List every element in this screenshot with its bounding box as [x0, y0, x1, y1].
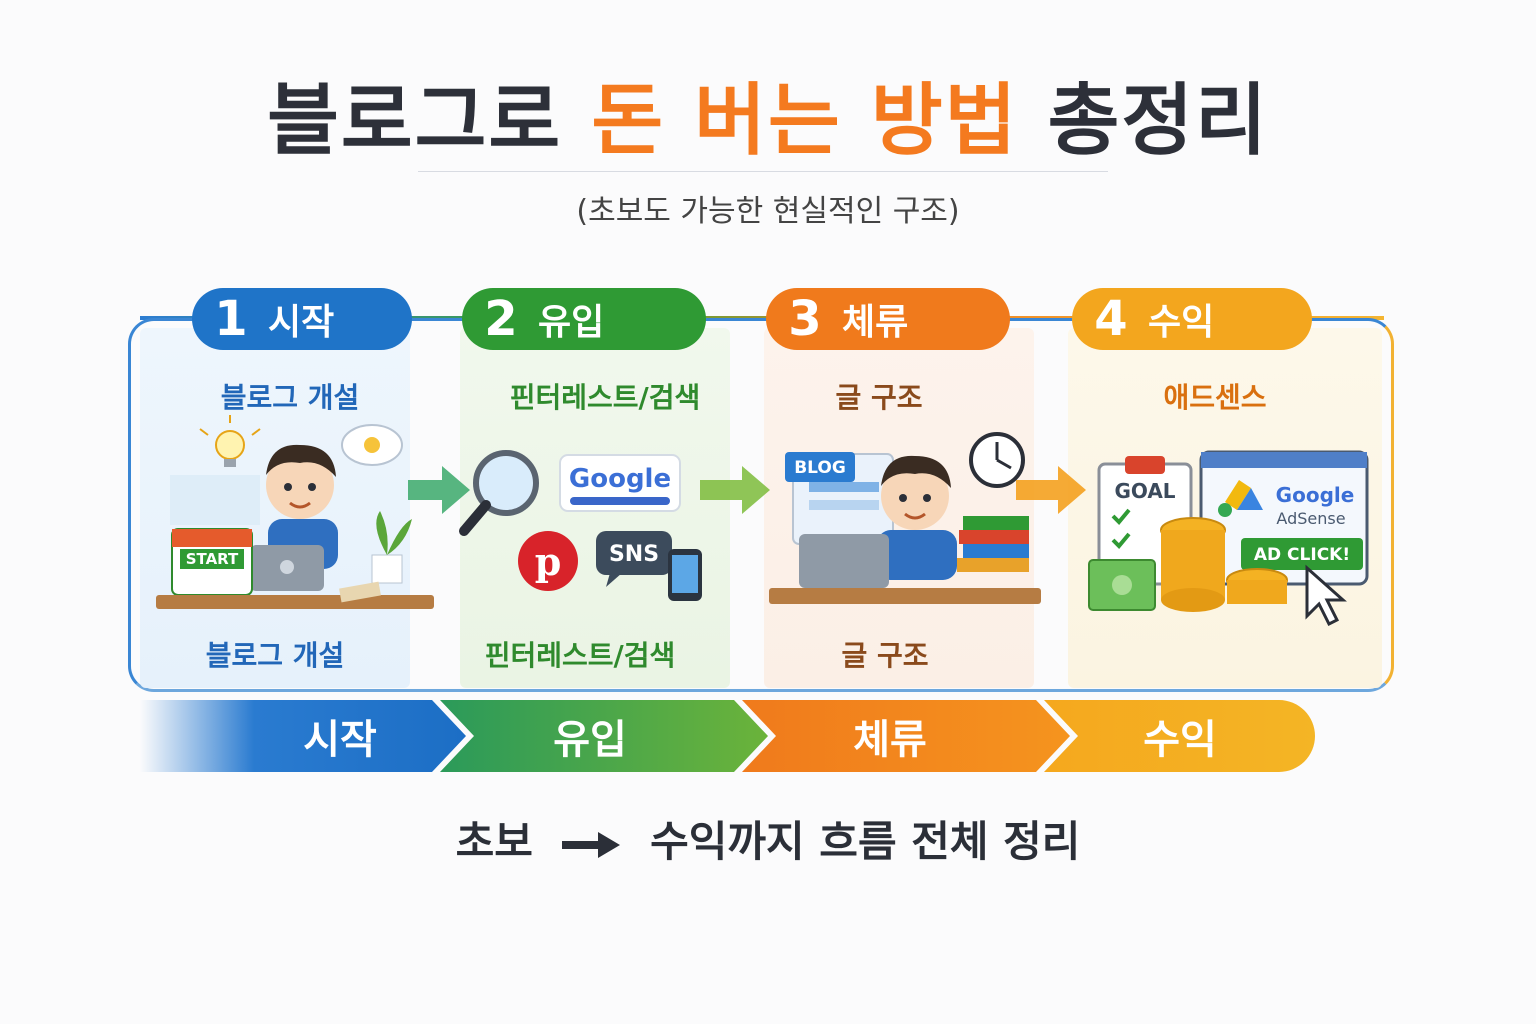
step-4-top-caption: 애드센스 — [1163, 381, 1267, 414]
adsense-window-icon: Google AdSense AD CLICK! — [1199, 450, 1369, 586]
traffic-illustration: Google p SNS — [459, 450, 702, 601]
clock-icon — [969, 432, 1025, 488]
books-icon — [957, 516, 1029, 572]
step-number: 2 — [484, 291, 518, 347]
cursor-icon — [1305, 564, 1347, 627]
step-label: 시작 — [268, 302, 335, 343]
flow-step-3: 체류 — [853, 717, 927, 763]
step-badge-3: 3 체류 — [766, 288, 1010, 350]
sns-bubble-icon: SNS — [596, 531, 672, 587]
flow-bar: 시작 유입 체류 수익 — [140, 700, 1315, 772]
goal-text: GOAL — [1114, 479, 1175, 503]
title-part1: 블로그로 — [267, 76, 563, 166]
step-badge-4: 4 수익 — [1072, 288, 1312, 350]
start-sign-text: START — [186, 550, 239, 568]
cash-icon — [1088, 559, 1156, 611]
lightbulb-icon — [199, 415, 261, 467]
step-badge-2: 2 유입 — [462, 288, 706, 350]
step-2-bottom-caption: 핀터레스트/검색 — [484, 639, 676, 672]
calendar-icon: START — [171, 528, 253, 596]
thought-bubble-icon — [341, 424, 403, 466]
footer-summary: 초보 수익까지 흐름 전체 정리 — [0, 808, 1536, 869]
step-1-bottom-caption: 블로그 개설 — [205, 639, 345, 672]
step-number: 3 — [788, 291, 822, 347]
footer-left: 초보 — [455, 817, 533, 866]
step-number: 4 — [1094, 291, 1128, 347]
adsense-text: AdSense — [1276, 509, 1345, 528]
step-label: 유입 — [538, 302, 605, 343]
footer-right: 수익까지 흐름 전체 정리 — [650, 817, 1081, 866]
flow-bar-shapes — [140, 700, 1315, 772]
smartphone-icon — [668, 549, 702, 601]
step-1-top-caption: 블로그 개설 — [220, 381, 360, 414]
step-label: 수익 — [1148, 302, 1215, 343]
page-title: 블로그로 돈 버는 방법 총정리 — [0, 58, 1536, 170]
coin-stack-icon — [1160, 517, 1288, 612]
flow-step-1: 시작 — [303, 717, 377, 763]
blog-illustration: BLOG — [769, 432, 1041, 604]
google-brand-text: Google — [1276, 483, 1355, 507]
flow-step-2: 유입 — [553, 717, 627, 763]
blog-sign-icon: BLOG — [785, 452, 855, 482]
steps-frame — [128, 318, 1394, 692]
revenue-illustration: GOAL Google AdSense AD CLICK! — [1088, 450, 1369, 627]
step-3-top-caption: 글 구조 — [835, 381, 923, 414]
title-highlight: 돈 버는 방법 — [591, 76, 1019, 166]
title-part2: 총정리 — [1047, 76, 1269, 166]
step-3-bottom-caption: 글 구조 — [841, 639, 929, 672]
page-subtitle: (초보도 가능한 현실적인 구조) — [576, 194, 960, 229]
google-logo-text: Google — [569, 464, 671, 494]
svg-text:p: p — [535, 539, 562, 584]
arrow-3-icon — [1016, 466, 1086, 514]
arrow-1-icon — [408, 466, 470, 514]
plant-icon — [371, 511, 412, 584]
sns-text: SNS — [609, 542, 659, 567]
magnifier-icon — [459, 450, 539, 536]
ad-click-text: AD CLICK! — [1254, 545, 1350, 565]
arrow-right-icon — [561, 831, 620, 858]
flow-step-4: 수익 — [1143, 717, 1217, 763]
title-divider — [418, 171, 1108, 172]
step-2-top-caption: 핀터레스트/검색 — [509, 381, 701, 414]
arrow-2-icon — [700, 466, 770, 514]
step-badge-1: 1 시작 — [192, 288, 412, 350]
step-number: 1 — [214, 291, 248, 347]
pinterest-icon: p — [518, 531, 578, 591]
blog-sign-text: BLOG — [794, 458, 846, 478]
step-label: 체류 — [842, 302, 909, 343]
start-illustration: START — [156, 415, 434, 609]
